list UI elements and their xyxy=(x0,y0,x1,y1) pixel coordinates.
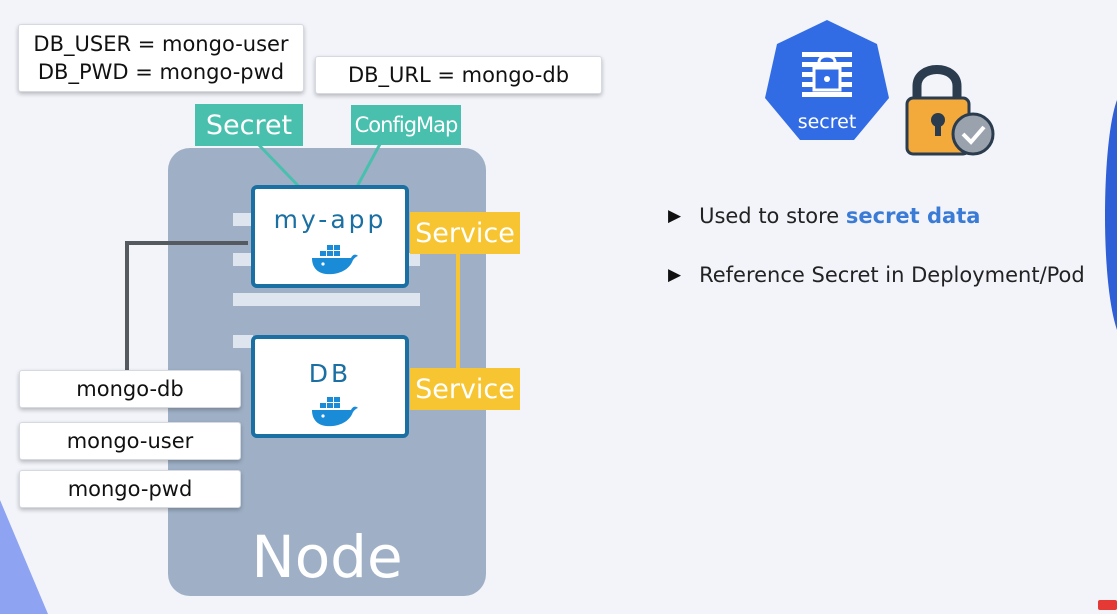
docker-whale-icon xyxy=(312,397,358,427)
db-pod: DB xyxy=(251,335,409,438)
configmap-tag: ConfigMap xyxy=(351,105,461,145)
node-stripe xyxy=(233,253,253,266)
db-service-tag: Service xyxy=(410,368,520,410)
background-corner-shape xyxy=(0,500,48,614)
configmap-note: DB_URL = mongo-db xyxy=(315,56,602,94)
bullet-text: Reference Secret in Deployment/Pod xyxy=(699,263,1085,287)
app-to-values-connector xyxy=(125,241,248,370)
node-label: Node xyxy=(251,523,403,591)
secret-heptagon-icon xyxy=(765,20,889,140)
bullet-triangle-icon: ▶ xyxy=(668,265,682,285)
bullet-triangle-icon: ▶ xyxy=(668,206,682,226)
db-label: DB xyxy=(308,359,352,388)
value-mongo-user: mongo-user xyxy=(19,422,241,460)
my-app-pod: my-app xyxy=(251,185,409,288)
bullet-highlight: secret data xyxy=(845,204,981,228)
bullet-item: ▶ Reference Secret in Deployment/Pod xyxy=(668,263,1085,287)
corner-badge-icon xyxy=(1098,600,1117,610)
node-stripe xyxy=(233,335,253,348)
bullet-item: ▶ Used to store secret data xyxy=(668,204,980,228)
app-service-tag: Service xyxy=(410,212,520,254)
secret-env-line-pwd: DB_PWD = mongo-pwd xyxy=(37,60,285,84)
value-mongo-db: mongo-db xyxy=(19,370,241,408)
secret-badge-label: secret xyxy=(797,111,857,133)
background-edge-shape xyxy=(1104,100,1117,330)
node-stripe xyxy=(233,293,420,306)
my-app-label: my-app xyxy=(273,205,387,234)
node-stripe xyxy=(406,253,420,266)
secret-env-line-user: DB_USER = mongo-user xyxy=(33,32,289,56)
padlock-icon xyxy=(905,65,995,156)
secret-env-note: DB_USER = mongo-user DB_PWD = mongo-pwd xyxy=(18,24,304,92)
bullet-text: Used to store xyxy=(699,204,846,228)
docker-whale-icon xyxy=(312,245,358,275)
k8s-secret-badge: secret xyxy=(764,18,890,142)
value-mongo-pwd: mongo-pwd xyxy=(19,470,241,508)
checkmark-icon xyxy=(951,112,995,156)
secret-tag: Secret xyxy=(195,104,303,146)
node-stripe xyxy=(233,213,253,226)
